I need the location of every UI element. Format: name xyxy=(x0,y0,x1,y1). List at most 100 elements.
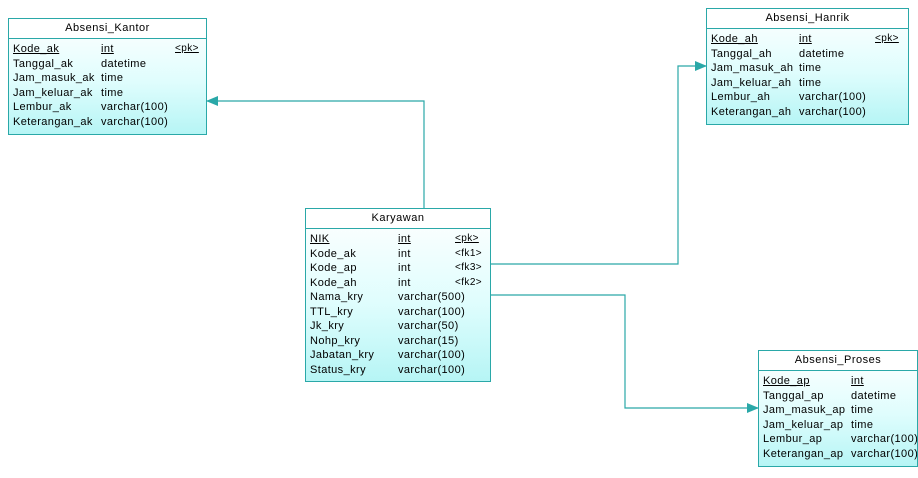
column-key-flag: <fk2> xyxy=(455,276,483,288)
column-row[interactable]: Lembur_ap varchar(100) xyxy=(759,432,918,447)
column-row[interactable]: Status_kry varchar(100) xyxy=(306,363,490,378)
column-row[interactable]: Keterangan_ah varchar(100) xyxy=(707,105,908,120)
entity-absensi-hanrik[interactable]: Absensi_Hanrik Kode_ah int <pk> Tanggal_ah d… xyxy=(706,8,909,125)
column-row[interactable]: Keterangan_ap varchar(100) xyxy=(759,447,918,462)
column-row[interactable]: Nohp_kry varchar(15) xyxy=(306,334,490,349)
column-name: Jam_masuk_ap xyxy=(763,404,846,416)
column-type: datetime xyxy=(799,47,845,60)
column-key-flag: <fk3> xyxy=(455,262,483,273)
column-type: time xyxy=(101,72,124,84)
column-name: Kode_ak xyxy=(310,247,357,260)
column-name: Nama_kry xyxy=(310,291,364,303)
column-row[interactable]: Jam_keluar_ak time xyxy=(9,86,206,101)
column-row[interactable]: Kode_ah int <pk> xyxy=(707,32,908,47)
entity-title: Karyawan xyxy=(306,209,490,229)
column-name: Jam_masuk_ak xyxy=(13,72,95,84)
link-karyawan-to-absensi-hanrik xyxy=(491,61,707,265)
column-type: int xyxy=(799,33,812,45)
column-row[interactable]: Jam_keluar_ap time xyxy=(759,418,917,433)
column-name: Tanggal_ah xyxy=(711,47,772,60)
column-row[interactable]: Jabatan_kry varchar(100) xyxy=(306,348,490,363)
column-name: Tanggal_ap xyxy=(763,389,824,402)
column-row[interactable]: Jam_keluar_ah time xyxy=(707,76,908,91)
link-karyawan-to-absensi-kantor xyxy=(206,96,425,208)
column-name: Jam_masuk_ah xyxy=(711,62,794,74)
column-name: Kode_ah xyxy=(310,276,357,289)
column-row[interactable]: Jam_masuk_ah time xyxy=(707,61,908,76)
column-type: int xyxy=(851,375,864,387)
column-row[interactable]: Jam_masuk_ak time xyxy=(9,71,206,86)
column-type: varchar(100) xyxy=(101,115,169,128)
column-name: Nohp_kry xyxy=(310,334,361,347)
column-row[interactable]: Lembur_ak varchar(100) xyxy=(9,100,206,115)
column-type: time xyxy=(799,62,822,74)
entity-title: Absensi_Hanrik xyxy=(707,9,908,29)
column-type: varchar(15) xyxy=(398,334,459,347)
link-karyawan-to-absensi-proses xyxy=(491,294,759,413)
column-type: varchar(100) xyxy=(398,363,466,376)
column-type: int xyxy=(398,247,411,260)
column-name: Keterangan_ah xyxy=(711,105,792,118)
column-row[interactable]: Nama_kry varchar(500) xyxy=(306,290,490,305)
entity-title: Absensi_Kantor xyxy=(9,19,206,39)
column-row[interactable]: Jk_kry varchar(50) xyxy=(306,319,490,334)
column-type: datetime xyxy=(101,57,147,70)
column-name: Lembur_ap xyxy=(763,433,823,445)
column-name: Jabatan_kry xyxy=(310,349,375,361)
column-name: Kode_ak xyxy=(13,43,60,55)
column-name: Lembur_ah xyxy=(711,91,771,103)
column-row[interactable]: Keterangan_ak varchar(100) xyxy=(9,115,206,130)
column-name: Lembur_ak xyxy=(13,101,72,113)
column-type: varchar(50) xyxy=(398,320,459,332)
column-key-flag: <pk> xyxy=(875,33,899,44)
column-name: Jk_kry xyxy=(310,320,345,332)
column-type: time xyxy=(851,404,874,416)
column-name: Tanggal_ak xyxy=(13,57,74,70)
column-type: varchar(100) xyxy=(851,447,918,460)
column-name: Keterangan_ap xyxy=(763,447,844,460)
column-type: varchar(100) xyxy=(799,105,867,118)
column-row[interactable]: Kode_ap int xyxy=(759,374,917,389)
column-type: varchar(100) xyxy=(398,349,466,361)
column-name: Status_kry xyxy=(310,363,366,376)
column-type: int xyxy=(398,276,411,289)
column-key-flag: <fk1> xyxy=(455,247,483,259)
column-row[interactable]: Jam_masuk_ap time xyxy=(759,403,917,418)
column-name: Kode_ap xyxy=(763,375,810,387)
column-type: varchar(500) xyxy=(398,291,466,303)
column-row[interactable]: NIK int <pk> xyxy=(306,232,490,247)
column-type: varchar(100) xyxy=(101,101,169,113)
column-name: Jam_keluar_ah xyxy=(711,76,792,89)
column-row[interactable]: Tanggal_ah datetime xyxy=(707,47,908,62)
column-type: int xyxy=(398,233,411,245)
column-name: Jam_keluar_ap xyxy=(763,418,844,431)
column-type: time xyxy=(799,76,822,89)
column-row[interactable]: Kode_ak int <fk1> xyxy=(306,247,490,262)
column-key-flag: <pk> xyxy=(455,233,479,244)
column-row[interactable]: Tanggal_ap datetime xyxy=(759,389,917,404)
column-name: Keterangan_ak xyxy=(13,115,93,128)
column-row[interactable]: Kode_ah int <fk2> xyxy=(306,276,490,291)
column-row[interactable]: Tanggal_ak datetime xyxy=(9,57,206,72)
column-type: int xyxy=(398,262,411,274)
column-type: time xyxy=(101,86,124,99)
column-type: varchar(100) xyxy=(799,91,867,103)
column-name: Kode_ah xyxy=(711,33,758,45)
column-type: time xyxy=(851,418,874,431)
column-type: varchar(100) xyxy=(851,433,918,445)
entity-title: Absensi_Proses xyxy=(759,351,917,371)
column-row[interactable]: Lembur_ah varchar(100) xyxy=(707,90,908,105)
column-name: NIK xyxy=(310,233,330,245)
column-name: Jam_keluar_ak xyxy=(13,86,93,99)
column-type: datetime xyxy=(851,389,897,402)
